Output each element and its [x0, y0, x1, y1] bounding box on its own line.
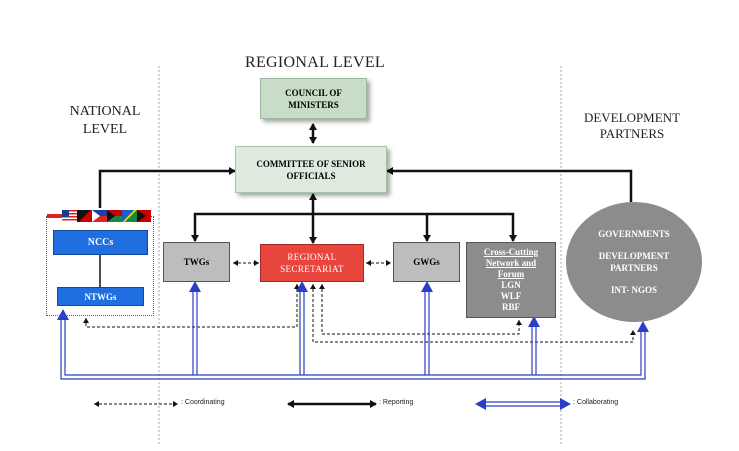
national-heading-line2: LEVEL	[82, 122, 128, 137]
coord-sec-crosscutting	[319, 284, 522, 335]
legend-coordinating-label: : Coordinating	[181, 399, 225, 406]
partners-partners: PARTNERS	[610, 263, 658, 273]
coord-sec-partners	[310, 284, 636, 343]
crosscutting-title: Cross-Cutting Network and Forum	[483, 247, 539, 279]
collaboration-arrowheads	[57, 281, 649, 332]
ntwgs-label: NTWGs	[84, 291, 117, 302]
twgs-label: TWGs	[183, 257, 210, 267]
dev-heading-line2: PARTNERS	[599, 126, 665, 141]
crosscutting-item-wlf: WLF	[500, 291, 522, 301]
flag-icon	[107, 210, 122, 222]
legend-collaborating-line	[475, 398, 571, 410]
partners-ngos: INT- NGOS	[611, 285, 657, 295]
crosscutting-item-lgn: LGN	[501, 280, 521, 290]
partners-governments: GOVERNMENTS	[598, 229, 670, 239]
flag-icon	[77, 210, 92, 222]
national-heading-line1: NATIONAL	[69, 104, 141, 119]
reporting-bar	[191, 212, 517, 242]
reporting-cso-national	[98, 167, 236, 208]
council-of-ministers-box[interactable]: COUNCIL OF MINISTERS	[260, 78, 367, 119]
partners-development: DEVELOPMENT	[598, 251, 670, 261]
committee-senior-officials-box[interactable]: COMMITTEE OF SENIOR OFFICIALS	[235, 146, 387, 193]
flag-icon	[122, 210, 137, 222]
dev-heading-line1: DEVELOPMENT	[583, 110, 681, 125]
cso-line1: COMMITTEE OF SENIOR	[256, 158, 366, 169]
partners-ellipse[interactable]: GOVERNMENTS DEVELOPMENT PARTNERS INT- NG…	[566, 202, 702, 322]
cso-line2: OFFICIALS	[286, 170, 336, 181]
legend-reporting-label: : Reporting	[379, 399, 414, 406]
nccs-box[interactable]: NCCs	[53, 230, 148, 255]
flag-icon	[137, 210, 151, 222]
council-line1: COUNCIL OF	[285, 87, 342, 98]
nccs-label: NCCs	[87, 237, 114, 248]
flag-icon	[62, 210, 77, 222]
gwgs-box[interactable]: GWGs	[393, 242, 460, 282]
council-line2: MINISTERS	[288, 99, 339, 110]
national-level-heading: NATIONAL LEVEL	[50, 103, 160, 139]
secretariat-line1: REGIONAL	[287, 252, 337, 262]
crosscutting-item-rbf: RBF	[502, 302, 520, 312]
flag-icon	[92, 210, 107, 222]
twgs-box[interactable]: TWGs	[163, 242, 230, 282]
secretariat-line2: SECRETARIAT	[280, 264, 344, 274]
regional-secretariat-box[interactable]: REGIONAL SECRETARIAT	[260, 244, 364, 282]
crosscutting-box[interactable]: Cross-Cutting Network and Forum LGN WLF …	[466, 242, 556, 318]
member-flags	[47, 210, 151, 222]
legend-collaborating-label: : Collaborating	[573, 399, 619, 406]
gwgs-label: GWGs	[413, 257, 440, 267]
coord-sec-national	[83, 284, 300, 328]
regional-level-heading: REGIONAL LEVEL	[244, 54, 386, 71]
ntwgs-box[interactable]: NTWGs	[57, 287, 144, 306]
flag-icon	[47, 210, 62, 222]
reporting-cso-partners	[386, 167, 633, 202]
collaboration-network	[60, 290, 646, 380]
development-partners-heading: DEVELOPMENT PARTNERS	[572, 110, 692, 142]
